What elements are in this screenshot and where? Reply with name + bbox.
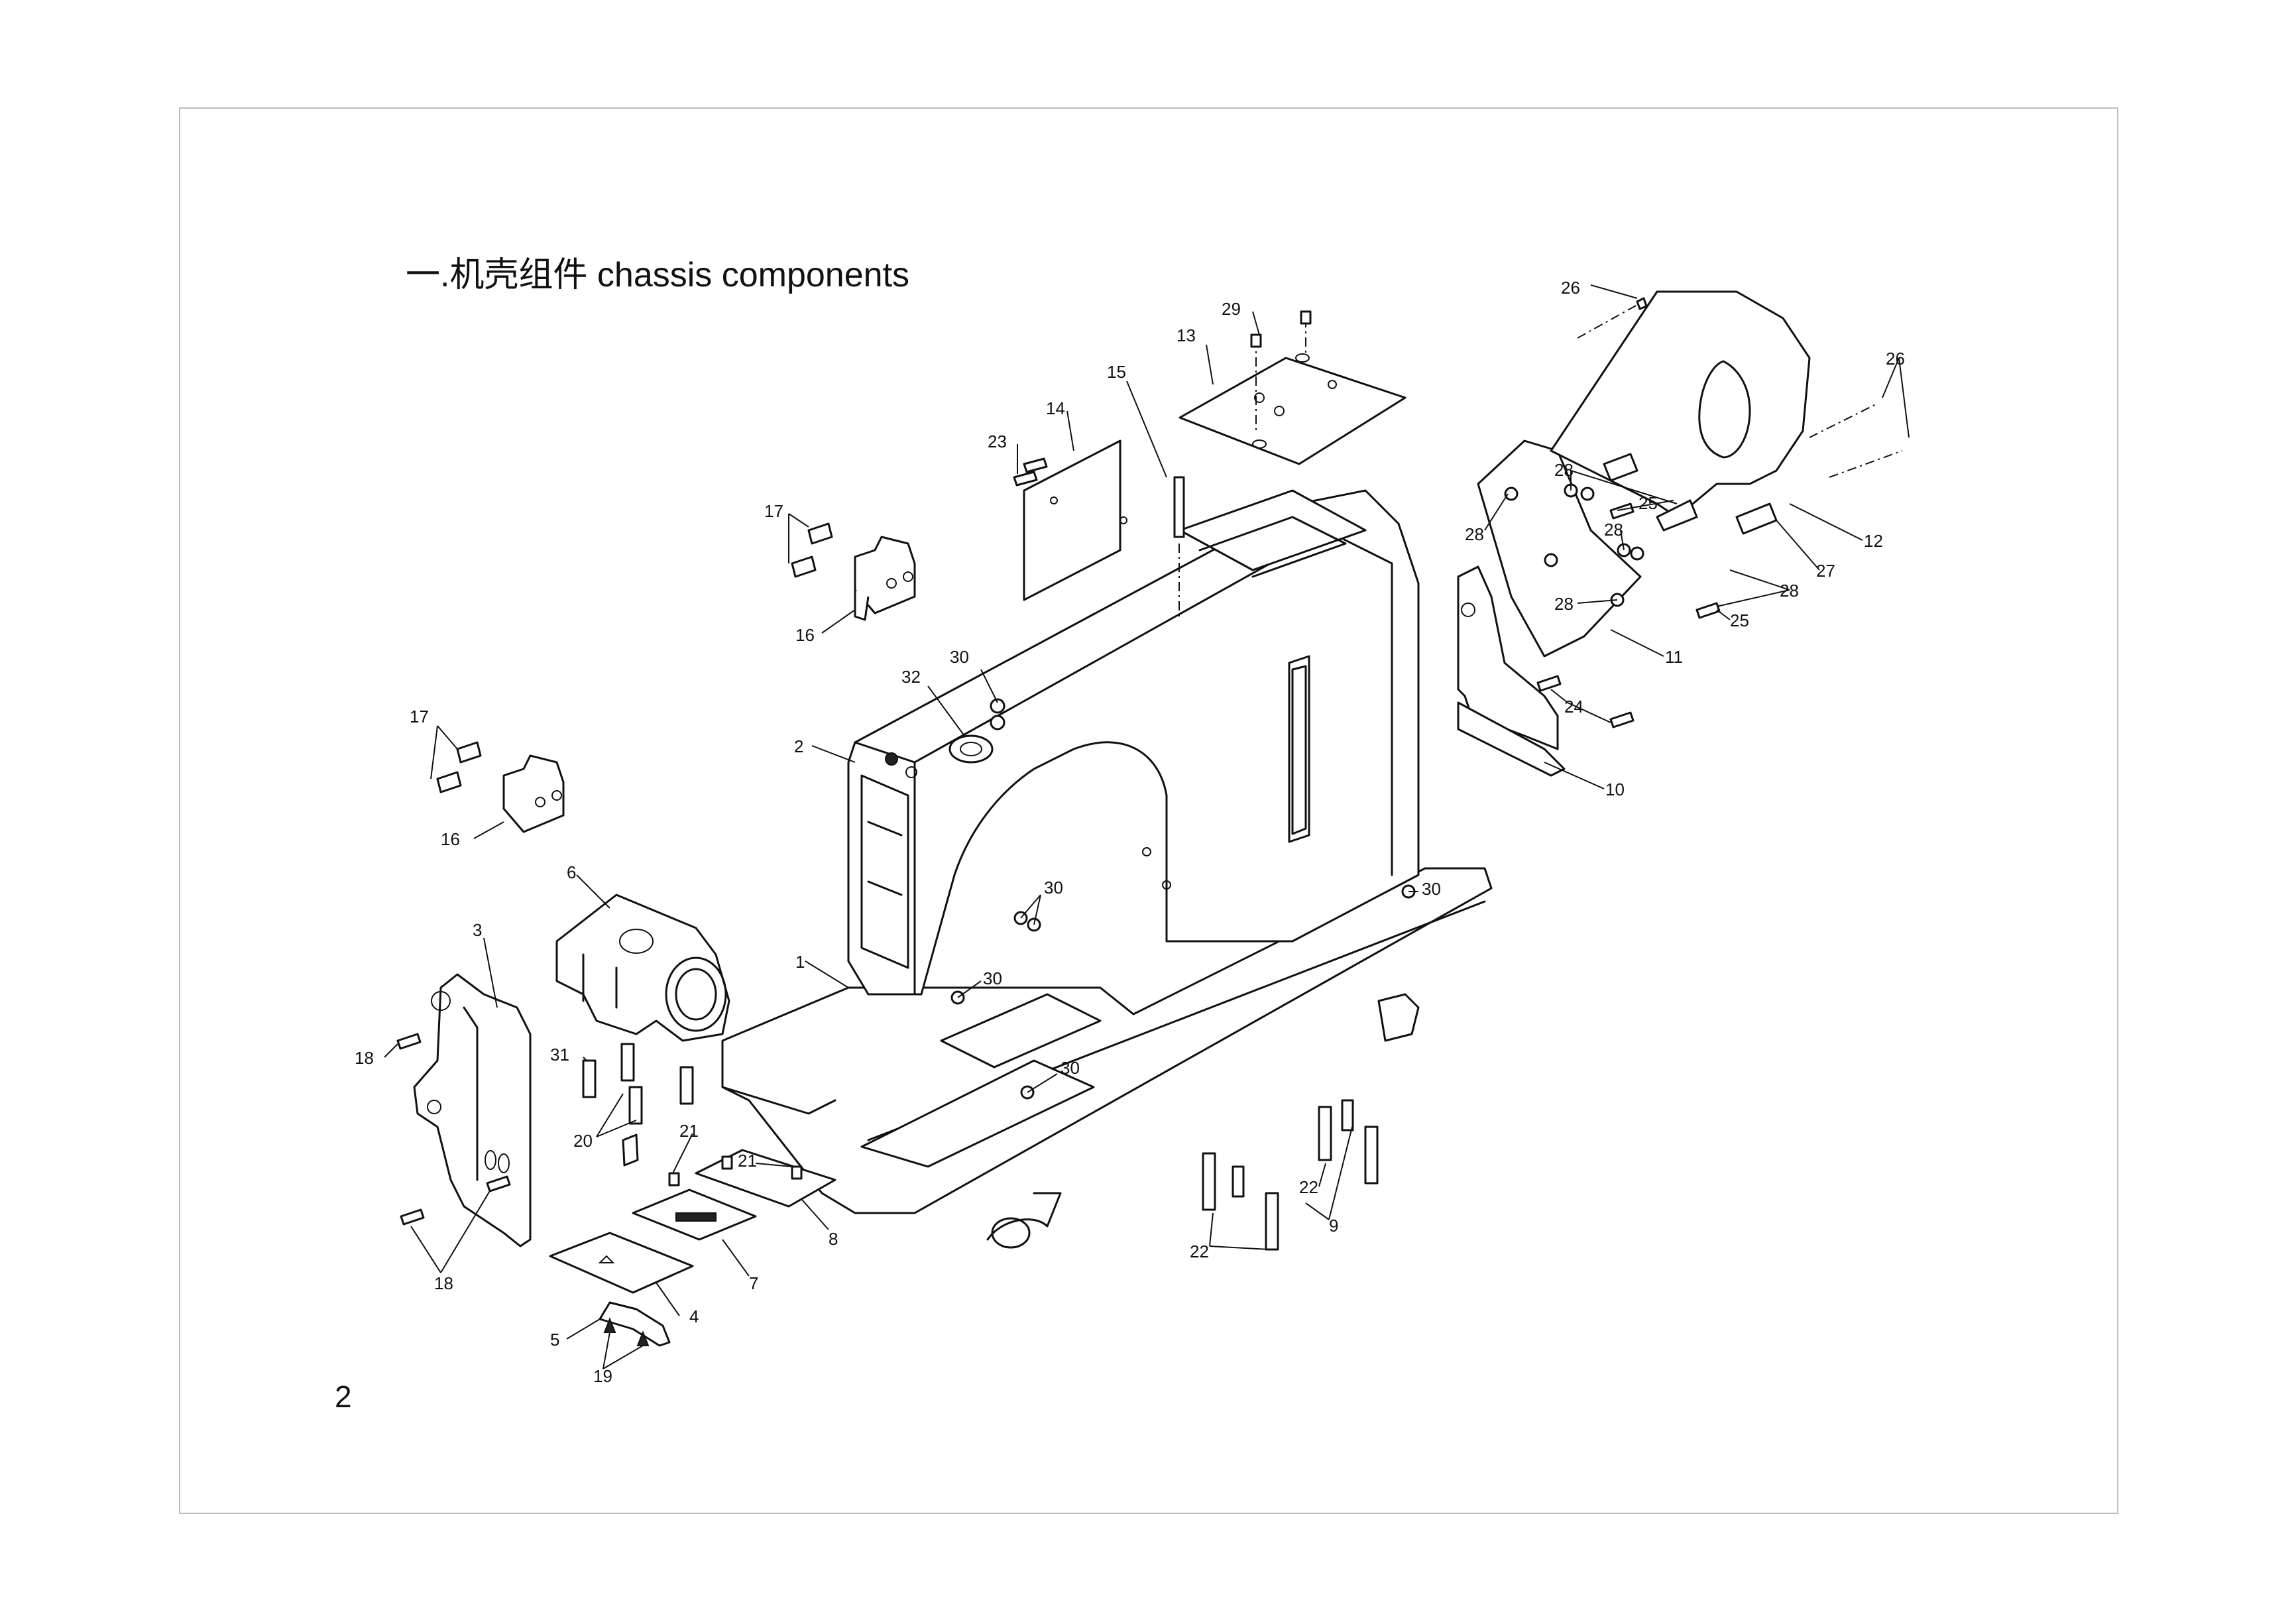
side-cover-plate-part-14	[1023, 439, 1127, 601]
callout-11: 11	[1665, 647, 1683, 667]
screw-part-20	[622, 1133, 639, 1167]
callout-labels: 1 2 3 4 5 6 7 8 9 10 11 12 13 14 15 16 1…	[355, 278, 1905, 1386]
dial-part-32	[948, 734, 994, 764]
machine-base-part-1	[721, 867, 1493, 1249]
screw-part-26	[1577, 297, 1903, 478]
callout-16-upper: 16	[795, 625, 815, 645]
screw-part-19	[603, 1317, 650, 1346]
callout-1: 1	[795, 952, 805, 972]
machine-arm-body-part-2	[847, 489, 1420, 996]
callout-28-center: 28	[1554, 594, 1574, 614]
needle-plate-part-4	[549, 1232, 694, 1294]
callout-5: 5	[550, 1330, 559, 1350]
callout-31: 31	[550, 1045, 569, 1065]
callout-30-plate: 30	[1061, 1058, 1080, 1078]
callout-30-top: 30	[950, 647, 969, 667]
mount-plate-part-11	[1477, 439, 1642, 658]
callout-22-left: 22	[1190, 1242, 1209, 1261]
callout-14: 14	[1046, 398, 1065, 418]
top-cover-plate-part-13	[1178, 310, 1406, 465]
bolt-part-22	[1202, 1106, 1379, 1251]
page-frame	[179, 107, 2118, 1514]
callout-20: 20	[573, 1131, 593, 1151]
pin-part-15	[1173, 476, 1185, 616]
callout-28-left: 28	[1465, 524, 1484, 544]
page-number: 2	[335, 1379, 352, 1414]
base-mount-detail	[1377, 993, 1420, 1042]
callout-30-lower: 30	[983, 968, 1002, 988]
gear-housing-part-6	[555, 894, 730, 1042]
screw-part-31	[582, 1043, 694, 1125]
side-plate-part-3	[413, 973, 532, 1247]
mount-bracket-part-10	[1457, 565, 1566, 777]
callout-2: 2	[794, 736, 803, 756]
callout-22-right: 22	[1299, 1177, 1318, 1197]
callout-10: 10	[1605, 780, 1625, 799]
callout-6: 6	[567, 862, 576, 882]
nut-part-28	[1504, 483, 1644, 607]
callout-26-right: 26	[1886, 349, 1905, 369]
callout-21-left: 21	[679, 1121, 699, 1141]
callout-28-middle: 28	[1604, 520, 1623, 540]
bracket-part-16-lower	[502, 754, 565, 833]
callout-17-lower: 17	[410, 707, 429, 726]
screw-part-18	[396, 1033, 511, 1226]
screw-part-24	[1536, 675, 1635, 728]
callout-8: 8	[829, 1229, 838, 1249]
callout-24: 24	[1564, 697, 1583, 717]
screw-part-17-lower	[436, 741, 482, 793]
callout-16-lower: 16	[441, 829, 460, 849]
callout-21-right: 21	[738, 1151, 757, 1171]
screw-part-21	[668, 1155, 803, 1187]
callout-27: 27	[1816, 561, 1835, 581]
leader-lines	[384, 284, 1910, 1369]
screw-part-23	[1013, 457, 1048, 487]
page-title: 一.机壳组件 chassis components	[406, 256, 910, 294]
callout-28-upper: 28	[1554, 460, 1574, 480]
callout-13: 13	[1177, 325, 1196, 345]
callout-7: 7	[749, 1273, 758, 1293]
callout-18-bottom: 18	[434, 1273, 453, 1293]
plate-part-7	[632, 1189, 757, 1241]
callout-19: 19	[593, 1366, 612, 1386]
callout-4: 4	[689, 1306, 699, 1326]
callout-25-upper: 25	[1638, 493, 1658, 513]
callout-12: 12	[1864, 531, 1883, 551]
callout-29: 29	[1222, 299, 1241, 319]
spacer-part-9	[1232, 1099, 1354, 1198]
belt-guard-part-12	[1550, 290, 1811, 518]
callout-28-right: 28	[1780, 581, 1799, 601]
callout-3: 3	[473, 920, 482, 940]
callout-18-left: 18	[355, 1048, 374, 1068]
callout-9: 9	[1329, 1216, 1338, 1236]
shaft-part-27	[1603, 453, 1778, 535]
plate-part-5	[599, 1301, 671, 1347]
callout-15: 15	[1107, 362, 1126, 382]
callout-30-right: 30	[1422, 879, 1441, 899]
callout-17-upper: 17	[764, 501, 783, 521]
callout-32: 32	[901, 667, 921, 687]
callout-25-lower: 25	[1730, 610, 1749, 630]
bracket-part-16-upper	[854, 536, 916, 621]
screw-part-17-upper	[791, 522, 833, 578]
callout-30-mid: 30	[1044, 878, 1063, 898]
callout-26-upper: 26	[1561, 278, 1580, 298]
callout-23: 23	[988, 432, 1007, 451]
screw-part-25	[1609, 502, 1721, 619]
